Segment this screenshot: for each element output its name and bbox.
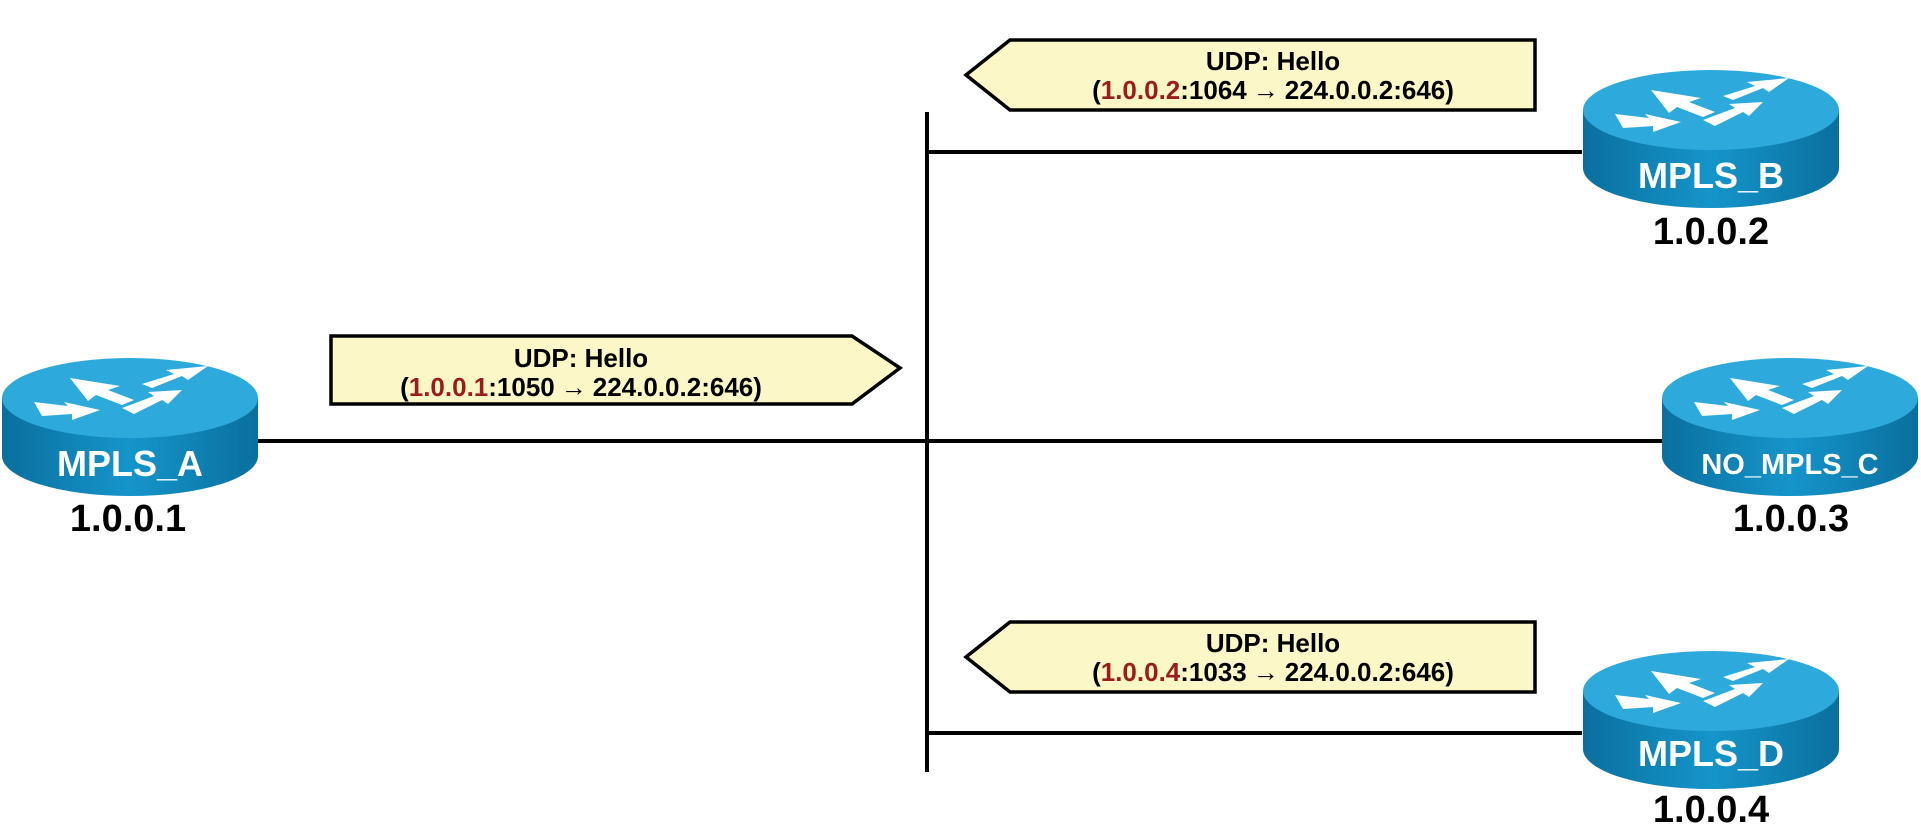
message-title: UDP: Hello	[1206, 46, 1340, 76]
router-name: NO_MPLS_C	[1701, 449, 1878, 481]
message-source-port: :1033	[1180, 657, 1247, 687]
message-destination: 224.0.0.2:646)	[1285, 75, 1454, 105]
router-ip: 1.0.0.1	[70, 498, 186, 540]
router-ip: 1.0.0.2	[1653, 211, 1769, 253]
message-destination: 224.0.0.2:646)	[593, 372, 762, 402]
message-flag-left	[963, 38, 1537, 112]
message-source-port: :1050	[488, 372, 555, 402]
router-mpls-d[interactable]: MPLS_D 1.0.0.4	[1583, 651, 1839, 831]
message-source-ip: 1.0.0.2	[1101, 75, 1181, 105]
direction-arrow-icon: →	[1253, 657, 1279, 687]
router-name: MPLS_B	[1638, 155, 1784, 196]
hello-message-a: UDP: Hello (1.0.0.1:1050→224.0.0.2:646)	[329, 334, 904, 406]
message-addresses: (1.0.0.1:1050→224.0.0.2:646)	[400, 372, 762, 402]
message-open-paren: (	[400, 372, 409, 402]
message-addresses: (1.0.0.2:1064→224.0.0.2:646)	[1092, 75, 1454, 105]
router-mpls-a[interactable]: MPLS_A 1.0.0.1	[2, 358, 258, 540]
hello-message-d: UDP: Hello (1.0.0.4:1033→224.0.0.2:646)	[963, 620, 1537, 694]
message-source-ip: 1.0.0.4	[1101, 657, 1181, 687]
message-flag-left	[963, 620, 1537, 694]
router-mpls-b[interactable]: MPLS_B 1.0.0.2	[1583, 70, 1839, 253]
router-ip: 1.0.0.3	[1733, 498, 1849, 540]
message-flag-right	[329, 334, 904, 406]
message-title: UDP: Hello	[514, 343, 648, 373]
hello-message-b: UDP: Hello (1.0.0.2:1064→224.0.0.2:646)	[963, 38, 1537, 112]
message-addresses: (1.0.0.4:1033→224.0.0.2:646)	[1092, 657, 1454, 687]
message-source-port: :1064	[1180, 75, 1247, 105]
router-no-mpls-c[interactable]: NO_MPLS_C 1.0.0.3	[1662, 358, 1918, 540]
router-name: MPLS_A	[57, 443, 203, 484]
message-title: UDP: Hello	[1206, 628, 1340, 658]
direction-arrow-icon: →	[1253, 75, 1279, 105]
message-destination: 224.0.0.2:646)	[1285, 657, 1454, 687]
router-name: MPLS_D	[1638, 733, 1784, 774]
message-source-ip: 1.0.0.1	[409, 372, 489, 402]
direction-arrow-icon: →	[561, 372, 587, 402]
router-ip: 1.0.0.4	[1653, 789, 1769, 831]
message-open-paren: (	[1092, 75, 1101, 105]
message-open-paren: (	[1092, 657, 1101, 687]
